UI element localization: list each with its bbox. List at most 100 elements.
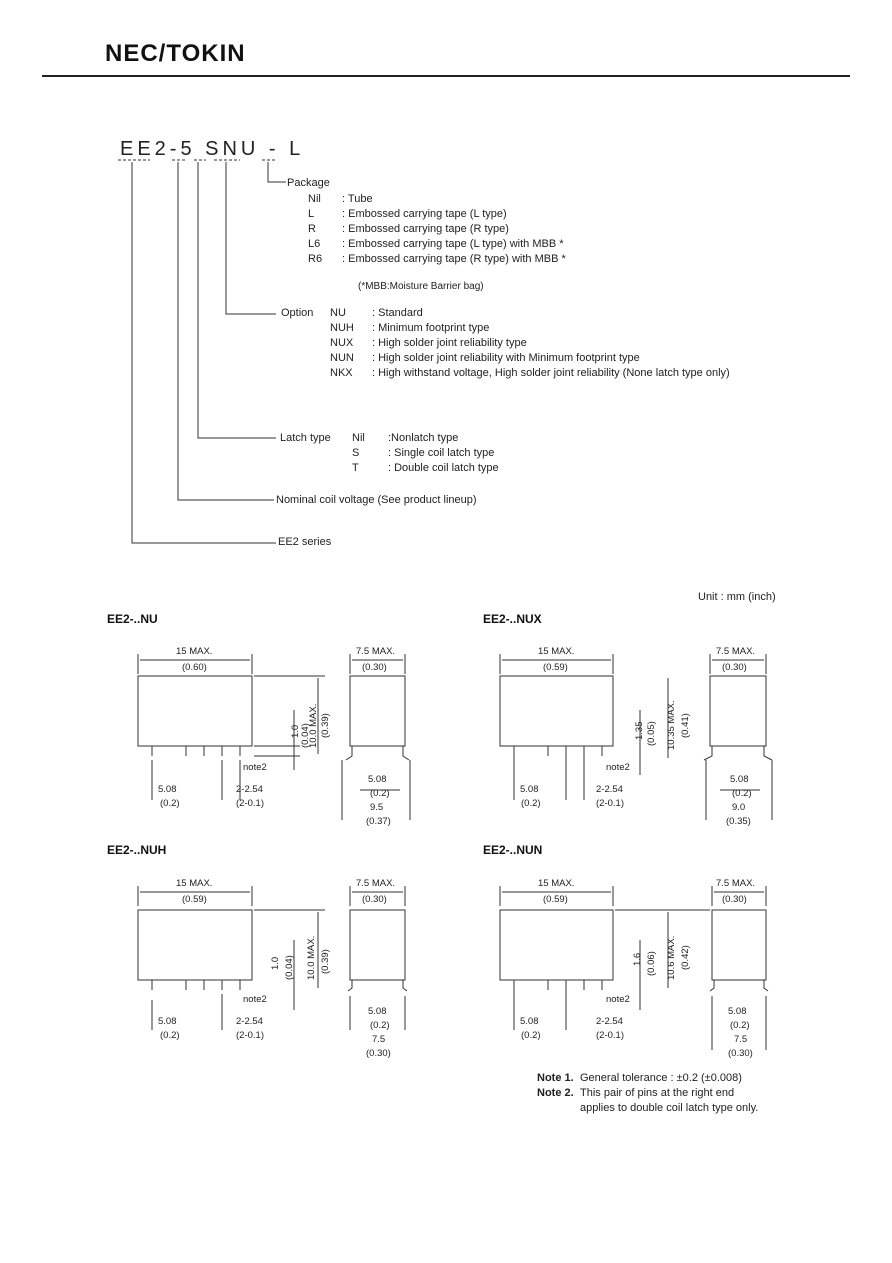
nun-pitch1-inch: (0.2)	[521, 1030, 541, 1041]
nun-width-inch: (0.59)	[543, 894, 568, 905]
nominal-voltage-label: Nominal coil voltage (See product lineup…	[276, 494, 477, 506]
nux-stand-inch: (0.05)	[646, 721, 657, 746]
option-code-nu: NU	[330, 307, 346, 319]
nun-foot-dim: 5.08	[728, 1006, 747, 1017]
drawing-nu	[137, 654, 411, 820]
nu-pitch1: 5.08	[158, 784, 177, 795]
nu-note: note2	[243, 762, 267, 773]
package-desc-l6: : Embossed carrying tape (L type) with M…	[342, 238, 564, 250]
package-desc-l: : Embossed carrying tape (L type)	[342, 208, 507, 220]
package-code-r6: R6	[308, 253, 323, 265]
nux-pitch1: 5.08	[520, 784, 539, 795]
nux-pitch2: 2-2.54	[596, 784, 623, 795]
package-code-nil: Nil	[308, 193, 321, 205]
nu-pitch1-inch: (0.2)	[160, 798, 180, 809]
option-desc-nu: : Standard	[372, 307, 423, 319]
nu-foot-dim: 5.08	[368, 774, 387, 785]
nuh-note: note2	[243, 994, 267, 1005]
option-desc-nuh: : Minimum footprint type	[372, 322, 490, 334]
option-code-nuh: NUH	[330, 322, 354, 334]
nuh-height-inch: (0.39)	[320, 949, 331, 974]
nun-stand-dim: 1.6	[632, 952, 643, 966]
nu-width-inch: (0.60)	[182, 662, 207, 673]
nux-side-dim: 7.5 MAX.	[716, 646, 756, 657]
nun-pitch2-inch: (2-0.1)	[596, 1030, 624, 1041]
nux-foot-inch: (0.2)	[732, 788, 752, 799]
package-code-r: R	[308, 223, 316, 235]
option-code-nun: NUN	[330, 352, 354, 364]
nuh-stand-inch: (0.04)	[284, 955, 295, 980]
nun-side-inch: (0.30)	[722, 894, 747, 905]
note1-label: Note 1.	[537, 1072, 574, 1084]
nux-pitch2-inch: (2-0.1)	[596, 798, 624, 809]
nuh-foot-inch: (0.2)	[370, 1020, 390, 1031]
nun-span-inch: (0.30)	[728, 1048, 753, 1059]
option-code-nkx: NKX	[330, 367, 353, 379]
nun-width-dim: 15 MAX.	[538, 878, 575, 889]
part-number-code: EE2-5 SNU - L	[120, 138, 305, 160]
nun-note: note2	[606, 994, 630, 1005]
nuh-side-dim: 7.5 MAX.	[356, 878, 396, 889]
nu-side-inch: (0.30)	[362, 662, 387, 673]
nux-foot-dim: 5.08	[730, 774, 749, 785]
note1-text: General tolerance : ±0.2 (±0.008)	[580, 1072, 742, 1084]
nux-width-inch: (0.59)	[543, 662, 568, 673]
note2-label: Note 2.	[537, 1087, 574, 1099]
package-code-l6: L6	[308, 238, 321, 250]
drawing-title-nuh: EE2-..NUH	[107, 843, 167, 857]
drawing-title-nux: EE2-..NUX	[483, 612, 542, 626]
package-title: Package	[287, 177, 330, 189]
drawing-title-nun: EE2-..NUN	[483, 843, 543, 857]
nun-span-dim: 7.5	[734, 1034, 748, 1045]
note2-text-line2: applies to double coil latch type only.	[580, 1102, 759, 1114]
package-desc-nil: : Tube	[342, 193, 373, 205]
nu-height-inch: (0.39)	[320, 713, 331, 738]
latch-code-s: S	[352, 447, 360, 459]
nuh-side-inch: (0.30)	[362, 894, 387, 905]
latch-title: Latch type	[280, 432, 331, 444]
nun-stand-inch: (0.06)	[646, 951, 657, 976]
drawing-nux	[499, 654, 773, 820]
nu-height-dim: 10.0 MAX.	[308, 703, 319, 748]
nux-span-dim: 9.0	[732, 802, 746, 813]
nuh-stand-dim: 1.0	[270, 956, 281, 970]
nun-foot-inch: (0.2)	[730, 1020, 750, 1031]
option-title: Option	[281, 307, 314, 319]
drawing-nuh	[137, 886, 408, 1030]
package-desc-r6: : Embossed carrying tape (R type) with M…	[342, 253, 566, 265]
nuh-span-dim: 7.5	[372, 1034, 386, 1045]
option-code-nux: NUX	[330, 337, 354, 349]
nuh-span-inch: (0.30)	[366, 1048, 391, 1059]
nux-stand-dim: 1.35	[634, 721, 645, 741]
nux-note: note2	[606, 762, 630, 773]
latch-desc-t: : Double coil latch type	[388, 462, 499, 474]
nun-height-inch: (0.42)	[680, 945, 691, 970]
nux-width-dim: 15 MAX.	[538, 646, 575, 657]
package-desc-r: : Embossed carrying tape (R type)	[342, 223, 509, 235]
series-label: EE2 series	[278, 536, 332, 548]
nux-height-inch: (0.41)	[680, 713, 691, 738]
nuh-pitch2: 2-2.54	[236, 1016, 263, 1027]
note2-text: This pair of pins at the right end	[580, 1087, 735, 1099]
nu-side-dim: 7.5 MAX.	[356, 646, 396, 657]
option-desc-nun: : High solder joint reliability with Min…	[372, 352, 640, 364]
latch-code-t: T	[352, 462, 359, 474]
nuh-width-dim: 15 MAX.	[176, 878, 213, 889]
drawing-title-nu: EE2-..NU	[107, 612, 158, 626]
nu-span-inch: (0.37)	[366, 816, 391, 827]
option-desc-nkx: : High withstand voltage, High solder jo…	[372, 367, 730, 379]
mbb-footnote: (*MBB:Moisture Barrier bag)	[358, 281, 484, 292]
nun-pitch1: 5.08	[520, 1016, 539, 1027]
nuh-width-inch: (0.59)	[182, 894, 207, 905]
nuh-foot-dim: 5.08	[368, 1006, 387, 1017]
drawing-nun	[499, 886, 769, 1050]
ordering-code-leaders	[118, 159, 286, 544]
nun-height-dim: 10.6 MAX.	[666, 935, 677, 980]
latch-desc-s: : Single coil latch type	[388, 447, 495, 459]
nun-pitch2: 2-2.54	[596, 1016, 623, 1027]
brand-logo: NEC/TOKIN	[105, 40, 246, 67]
latch-desc-nil: :Nonlatch type	[388, 432, 459, 444]
nu-width-dim: 15 MAX.	[176, 646, 213, 657]
nu-span-dim: 9.5	[370, 802, 384, 813]
nuh-pitch2-inch: (2-0.1)	[236, 1030, 264, 1041]
